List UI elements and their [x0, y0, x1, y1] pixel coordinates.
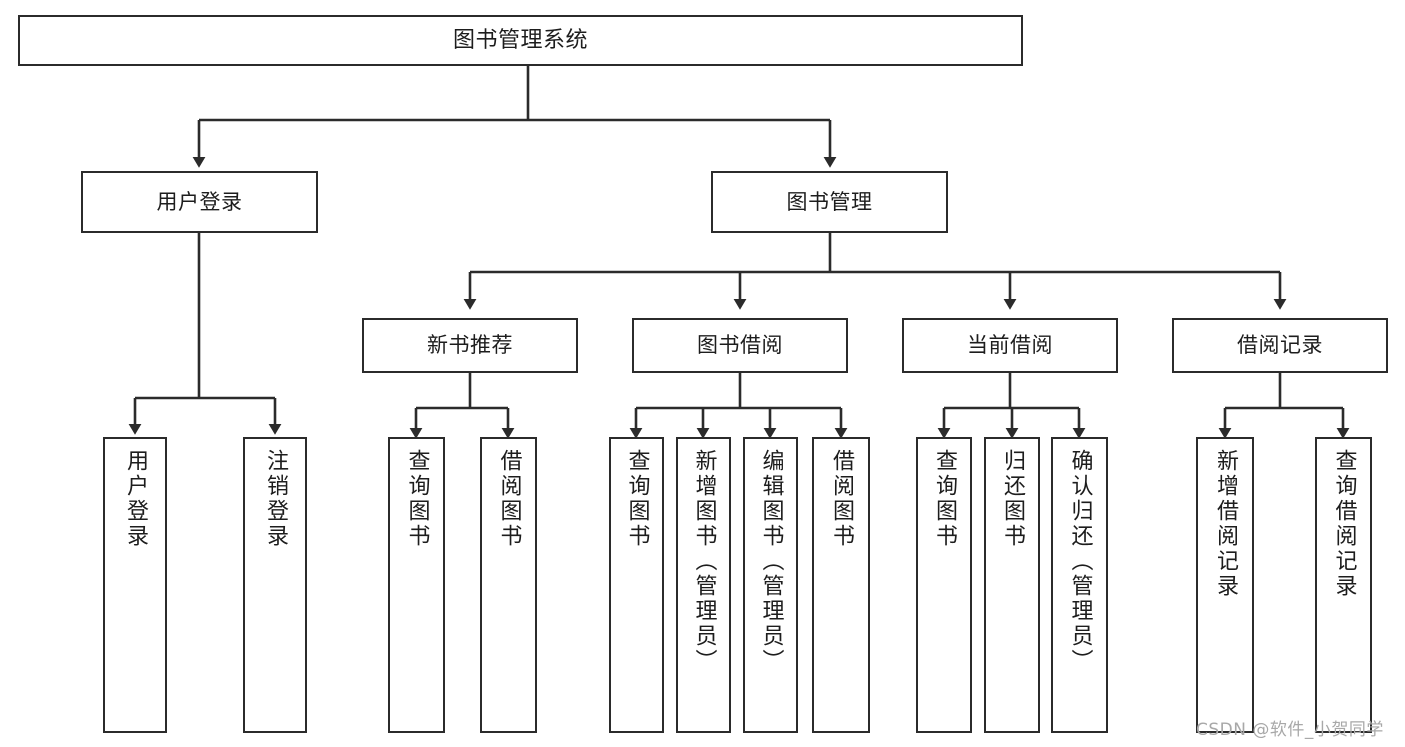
- leaf-borrow-record-add-record[interactable]: 新增借阅记录: [1196, 437, 1254, 733]
- node-label: 借阅图书: [829, 449, 854, 549]
- node-new-book-recommend[interactable]: 新书推荐: [362, 318, 578, 373]
- node-label: 图书借阅: [697, 333, 783, 358]
- node-borrow-record[interactable]: 借阅记录: [1172, 318, 1388, 373]
- node-label: 编辑图书（管理员）: [758, 449, 784, 674]
- leaf-borrow-record-query-record[interactable]: 查询借阅记录: [1315, 437, 1372, 733]
- node-label: 归还图书: [1000, 449, 1025, 549]
- node-root-system[interactable]: 图书管理系统: [18, 15, 1023, 66]
- node-current-borrow[interactable]: 当前借阅: [902, 318, 1118, 373]
- leaf-new-book-borrow-book[interactable]: 借阅图书: [480, 437, 537, 733]
- node-label: 当前借阅: [967, 333, 1053, 358]
- leaf-book-borrow-edit-book-admin[interactable]: 编辑图书（管理员）: [743, 437, 798, 733]
- leaf-current-borrow-query-book[interactable]: 查询图书: [916, 437, 972, 733]
- node-label: 图书管理系统: [452, 27, 588, 53]
- leaf-book-borrow-add-book-admin[interactable]: 新增图书（管理员）: [676, 437, 731, 733]
- node-label: 确认归还（管理员）: [1067, 449, 1093, 674]
- node-book-management[interactable]: 图书管理: [711, 171, 948, 233]
- leaf-current-borrow-confirm-return-admin[interactable]: 确认归还（管理员）: [1051, 437, 1108, 733]
- node-label: 注销登录: [263, 449, 288, 549]
- node-label: 用户登录: [156, 189, 243, 214]
- csdn-watermark: CSDN @软件_小贺同学: [1196, 720, 1384, 740]
- leaf-book-borrow-query-book[interactable]: 查询图书: [609, 437, 664, 733]
- node-label: 用户登录: [123, 449, 148, 549]
- node-label: 查询图书: [932, 449, 957, 549]
- node-label: 新增图书（管理员）: [691, 449, 717, 674]
- node-label: 查询图书: [624, 449, 650, 549]
- leaf-user-login-login[interactable]: 用户登录: [103, 437, 167, 733]
- leaf-user-login-logout[interactable]: 注销登录: [243, 437, 307, 733]
- node-label: 新增借阅记录: [1213, 449, 1238, 599]
- node-label: 新书推荐: [427, 333, 513, 358]
- node-label: 图书管理: [786, 189, 873, 214]
- node-label: 借阅图书: [496, 449, 522, 549]
- node-book-borrow[interactable]: 图书借阅: [632, 318, 848, 373]
- leaf-new-book-query-book[interactable]: 查询图书: [388, 437, 445, 733]
- leaf-current-borrow-return-book[interactable]: 归还图书: [984, 437, 1040, 733]
- node-label: 查询图书: [404, 449, 430, 549]
- node-label: 借阅记录: [1237, 333, 1323, 358]
- leaf-book-borrow-borrow-book[interactable]: 借阅图书: [812, 437, 870, 733]
- node-label: 查询借阅记录: [1331, 449, 1357, 599]
- node-user-login[interactable]: 用户登录: [81, 171, 318, 233]
